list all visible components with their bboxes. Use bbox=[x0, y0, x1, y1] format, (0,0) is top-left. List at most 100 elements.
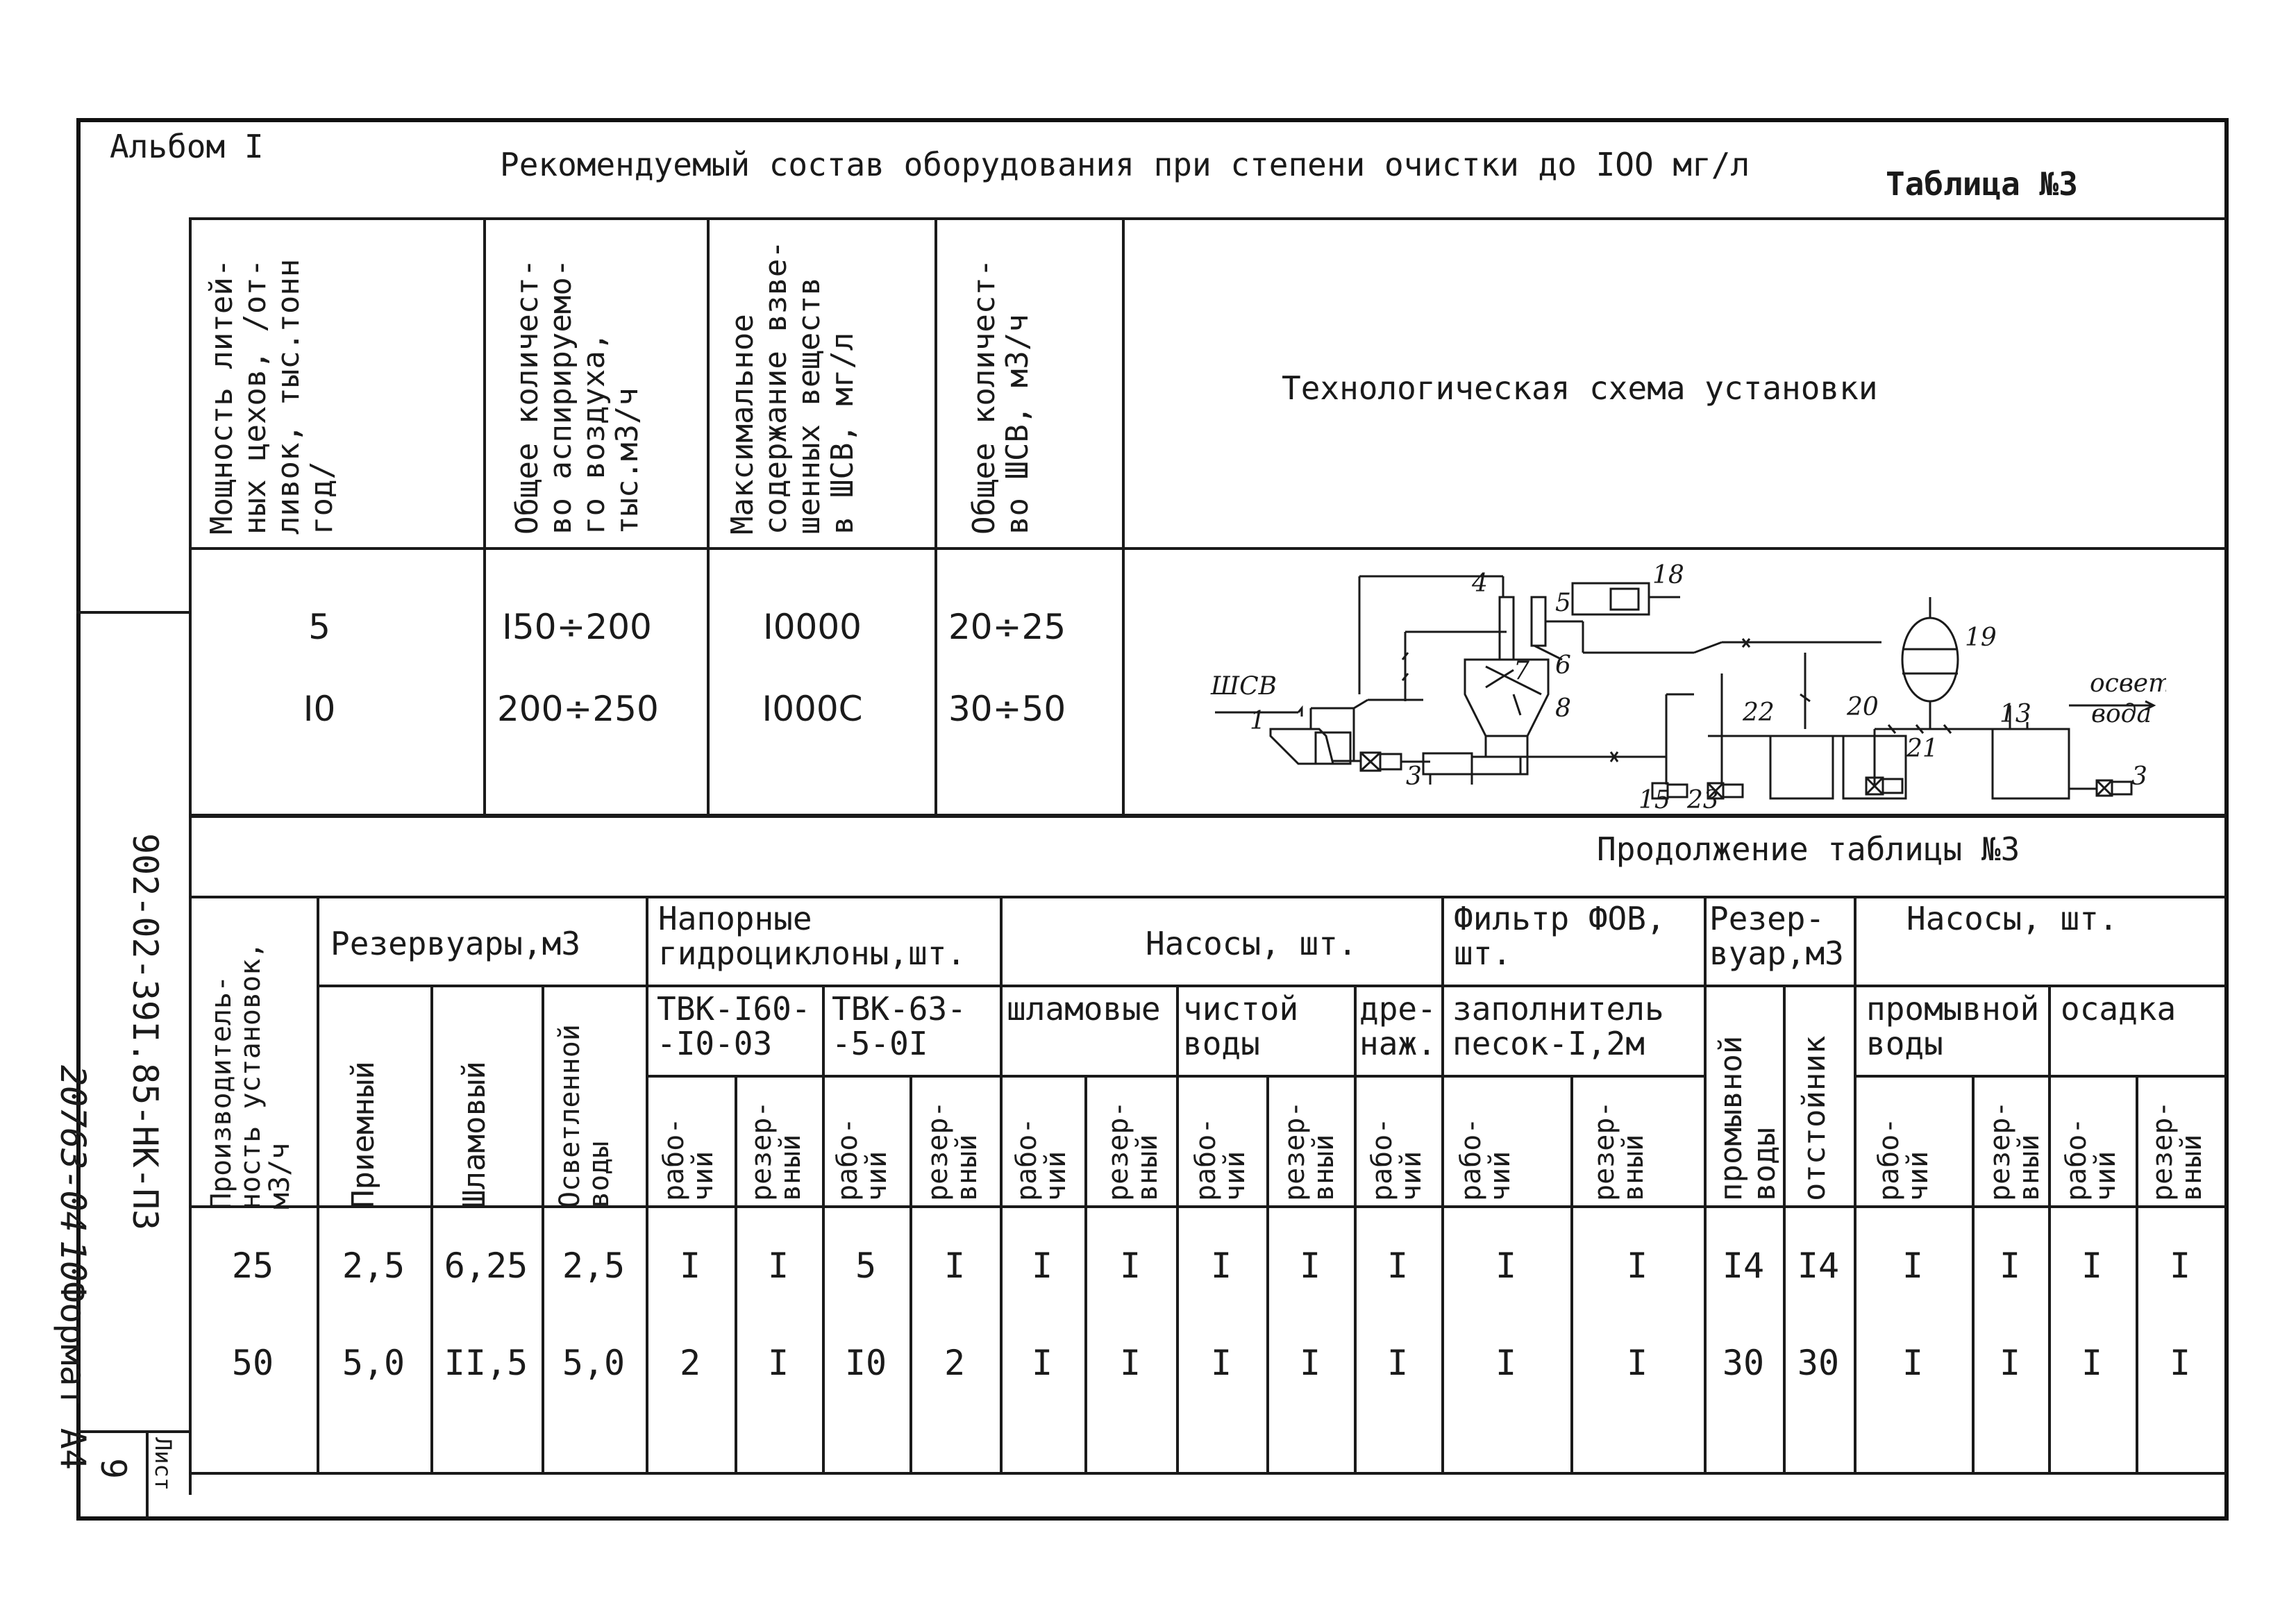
scheme-num-7: 7 bbox=[1514, 657, 1529, 685]
bt-rab-7: рабо- чий bbox=[1873, 1117, 1934, 1201]
bt-cell-r2-c19: I bbox=[1999, 1343, 2021, 1383]
bt-sub-drenazh: дре- наж. bbox=[1359, 990, 1436, 1062]
bt-cell-r1-c9: I bbox=[1031, 1246, 1053, 1286]
top-r1-c1: 5 bbox=[308, 607, 330, 647]
gutter-line bbox=[189, 217, 192, 1495]
bt-cell-r1-c10: I bbox=[1119, 1246, 1141, 1286]
bt-v-pumps bbox=[1000, 896, 1003, 1472]
gutter-sep-3 bbox=[146, 1430, 149, 1518]
bt-cell-r2-c18: I bbox=[1902, 1343, 1924, 1383]
bt-sub-tvk63: ТВК-63- -5-0I bbox=[832, 990, 966, 1062]
top-col-4 bbox=[1122, 217, 1125, 816]
scheme-num-13: 13 bbox=[2000, 700, 2031, 728]
bt-rab-1: рабо- чий bbox=[658, 1117, 719, 1201]
scheme-num-1: 1 bbox=[1250, 707, 1266, 735]
bt-cell-r1-c1: 25 bbox=[231, 1246, 274, 1286]
bt-rab-4: рабо- чий bbox=[1190, 1117, 1251, 1201]
top-r1-c3: I0000 bbox=[763, 607, 862, 647]
bt-v-r1 bbox=[1783, 985, 1786, 1472]
bt-cell-r1-c12: I bbox=[1299, 1246, 1321, 1286]
bt-header-reservoirs: Резервуары,м3 bbox=[330, 925, 581, 962]
top-r2-c1: I0 bbox=[303, 689, 336, 729]
bt-cell-r2-c12: I bbox=[1299, 1343, 1321, 1383]
technological-scheme: ШСВ осветл вода 1 3 4 5 6 7 8 13 15 18 1… bbox=[1210, 561, 2166, 812]
bt-header-productivity: Производитель- ность установок, м3/ч bbox=[206, 941, 296, 1209]
sheet-number: 10 bbox=[53, 1240, 93, 1282]
bt-cell-r2-c11: I bbox=[1210, 1343, 1232, 1383]
title-underline bbox=[189, 217, 2226, 220]
bt-v-f1 bbox=[1570, 1075, 1573, 1472]
bt-rez-4: резер- вный bbox=[1279, 1100, 1340, 1202]
bt-v-h2 bbox=[822, 985, 825, 1472]
top-table-mid bbox=[189, 547, 2226, 550]
bt-v-prod bbox=[317, 896, 319, 1472]
scheme-label-output1: осветл bbox=[2090, 669, 2166, 698]
bt-rab-6: рабо- чий bbox=[1455, 1117, 1516, 1201]
bt-cell-r2-c13: I bbox=[1386, 1343, 1409, 1383]
bt-cell-r1-c11: I bbox=[1210, 1246, 1232, 1286]
page-title: Рекомендуемый состав оборудования при ст… bbox=[500, 146, 1750, 183]
bt-cell-r1-c16: I4 bbox=[1722, 1246, 1765, 1286]
continuation-label: Продолжение таблицы №3 bbox=[1597, 830, 2020, 868]
bt-v-res1 bbox=[430, 985, 433, 1472]
bt-h3 bbox=[189, 1205, 2226, 1208]
bt-cell-r2-c8: 2 bbox=[944, 1343, 966, 1383]
bt-cell-r2-c7: I0 bbox=[844, 1343, 887, 1383]
inventory-number: 20763-04 bbox=[53, 1065, 93, 1232]
header-air-volume: Общее количест- во аспирируемо- го возду… bbox=[510, 258, 645, 535]
bt-cell-r2-c10: I bbox=[1119, 1343, 1141, 1383]
scheme-num-6: 6 bbox=[1555, 651, 1571, 680]
bt-cell-r2-c6: I bbox=[767, 1343, 789, 1383]
bt-rab-5: рабо- чий bbox=[1366, 1117, 1427, 1201]
bt-cell-r2-c5: 2 bbox=[679, 1343, 701, 1383]
bt-v-p2 bbox=[1176, 985, 1179, 1472]
bt-v-res3 bbox=[1704, 896, 1707, 1472]
bt-v-q2 bbox=[2048, 985, 2051, 1472]
bt-v-p3 bbox=[1266, 1075, 1269, 1472]
top-col-3 bbox=[934, 217, 937, 816]
scheme-label-output2: вода bbox=[2091, 700, 2152, 728]
scheme-num-4: 4 bbox=[1471, 569, 1488, 598]
top-col-2 bbox=[707, 217, 710, 816]
scheme-num-22: 22 bbox=[1742, 698, 1775, 727]
bt-sub-priemny: Приемный bbox=[346, 1061, 381, 1208]
bt-cell-r1-c2: 2,5 bbox=[342, 1246, 405, 1286]
bt-cell-r2-c1: 50 bbox=[231, 1343, 274, 1383]
gutter-sep-2 bbox=[76, 1430, 190, 1433]
bt-v-p4 bbox=[1354, 985, 1357, 1472]
bt-v-filter bbox=[1441, 896, 1444, 1472]
header-max-solids: Максимальное содержание взве- шенных вещ… bbox=[725, 240, 860, 535]
scheme-num-3b: 3 bbox=[2131, 762, 2147, 791]
bt-cell-r1-c14: I bbox=[1495, 1246, 1517, 1286]
scheme-num-8: 8 bbox=[1555, 694, 1571, 723]
bt-rab-3: рабо- чий bbox=[1011, 1117, 1072, 1201]
bt-cell-r1-c13: I bbox=[1386, 1246, 1409, 1286]
bt-header-pumps: Насосы, шт. bbox=[1146, 925, 1357, 962]
bt-cell-r1-c3: 6,25 bbox=[444, 1246, 528, 1286]
bt-rab-2: рабо- чий bbox=[832, 1117, 893, 1201]
bt-rez-2: резер- вный bbox=[922, 1100, 983, 1202]
bt-cell-r1-c17: I4 bbox=[1797, 1246, 1840, 1286]
scheme-num-21: 21 bbox=[1906, 735, 1938, 763]
frame-top bbox=[76, 118, 2229, 122]
bt-cell-r1-c20: I bbox=[2081, 1246, 2103, 1286]
bt-h2b bbox=[1854, 1075, 2226, 1078]
bt-h1 bbox=[317, 985, 2226, 987]
bt-v-q3 bbox=[2136, 1075, 2138, 1472]
bt-sub-promyvnoy: промывной воды bbox=[1866, 990, 2040, 1062]
bt-v-h3 bbox=[910, 1075, 912, 1472]
bt-cell-r1-c19: I bbox=[1999, 1246, 2021, 1286]
frame-bottom bbox=[76, 1516, 2229, 1521]
bt-sub-shlamovy: Шламовый bbox=[457, 1061, 492, 1208]
header-water-volume: Общее количест- во ШСВ, м3/ч bbox=[966, 258, 1035, 535]
bt-header-reservoir2: Резер- вуар,м3 bbox=[1709, 900, 1844, 972]
bt-sub-zapoln: заполнитель песок-I,2м bbox=[1452, 990, 1664, 1062]
bt-cell-r1-c8: I bbox=[944, 1246, 966, 1286]
bt-cell-r1-c5: I bbox=[679, 1246, 701, 1286]
bt-cell-r1-c6: I bbox=[767, 1246, 789, 1286]
doc-code: 902-02-39I.85-НК-ПЗ bbox=[125, 833, 165, 1230]
frame-right bbox=[2224, 118, 2229, 1521]
bt-sub-tvk160: ТВК-I60- -I0-03 bbox=[657, 990, 811, 1062]
page-number: 9 bbox=[93, 1458, 133, 1480]
bt-rab-8: рабо- чий bbox=[2061, 1117, 2122, 1201]
